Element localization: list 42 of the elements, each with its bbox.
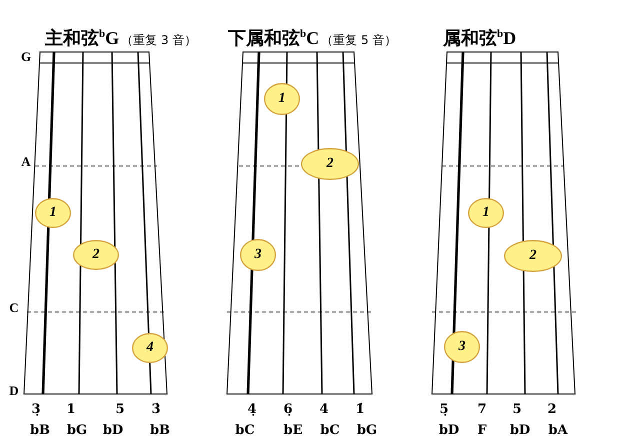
position-label: G <box>20 50 32 64</box>
note-name: bG <box>356 424 378 438</box>
fingering-ellipse: 3 <box>240 239 276 271</box>
position-label: C <box>9 300 19 316</box>
note-name: bD <box>102 424 124 438</box>
jianpu-numeral: 4̣ <box>247 402 257 418</box>
chord-title: 属和弦$^{b}$D <box>443 28 516 48</box>
note-name: bD <box>510 424 530 438</box>
position-label: D <box>9 384 19 398</box>
jianpu-numeral: 3̣ <box>31 402 41 418</box>
fingering-ellipse: 2 <box>301 148 359 180</box>
chord-title: 下属和弦$^{b}$C <box>228 28 320 48</box>
note-name: bD <box>438 424 460 438</box>
note-name: bE <box>284 424 302 438</box>
note-name: F <box>477 424 487 438</box>
jianpu-numeral: 3̇ <box>151 402 161 418</box>
fingering-ellipse: 1 <box>264 83 300 115</box>
fingering-ellipse: 2 <box>504 240 562 272</box>
note-name: bB <box>150 424 170 438</box>
title-note: （重复 5 音） <box>321 33 396 47</box>
fingering-ellipse: 1 <box>35 198 71 228</box>
jianpu-numeral: 5 <box>512 402 522 418</box>
jianpu-numeral: 5 <box>115 402 125 418</box>
jianpu-numeral: 2 <box>547 402 557 418</box>
fingering-ellipse: 2 <box>73 240 119 270</box>
jianpu-numeral: 5̣ <box>439 402 449 418</box>
note-name: bA <box>548 424 568 438</box>
jianpu-numeral: 6̣ <box>283 402 293 418</box>
note-name: bC <box>320 424 340 438</box>
jianpu-numeral: 1̇ <box>355 402 365 418</box>
jianpu-numeral: 4 <box>319 402 329 418</box>
fingering-ellipse: 1 <box>468 198 504 228</box>
jianpu-numeral: 1 <box>66 402 76 418</box>
note-name: bG <box>66 424 88 438</box>
chord-title: 主和弦$^{b}$G <box>45 28 120 48</box>
fingering-ellipse: 4 <box>132 333 168 363</box>
title-note: （重复 3 音） <box>121 33 196 47</box>
fingering-ellipse: 3 <box>444 331 480 363</box>
note-name: bB <box>30 424 50 438</box>
position-label: A <box>21 154 31 170</box>
jianpu-numeral: 7 <box>477 402 487 418</box>
note-name: bC <box>235 424 255 438</box>
